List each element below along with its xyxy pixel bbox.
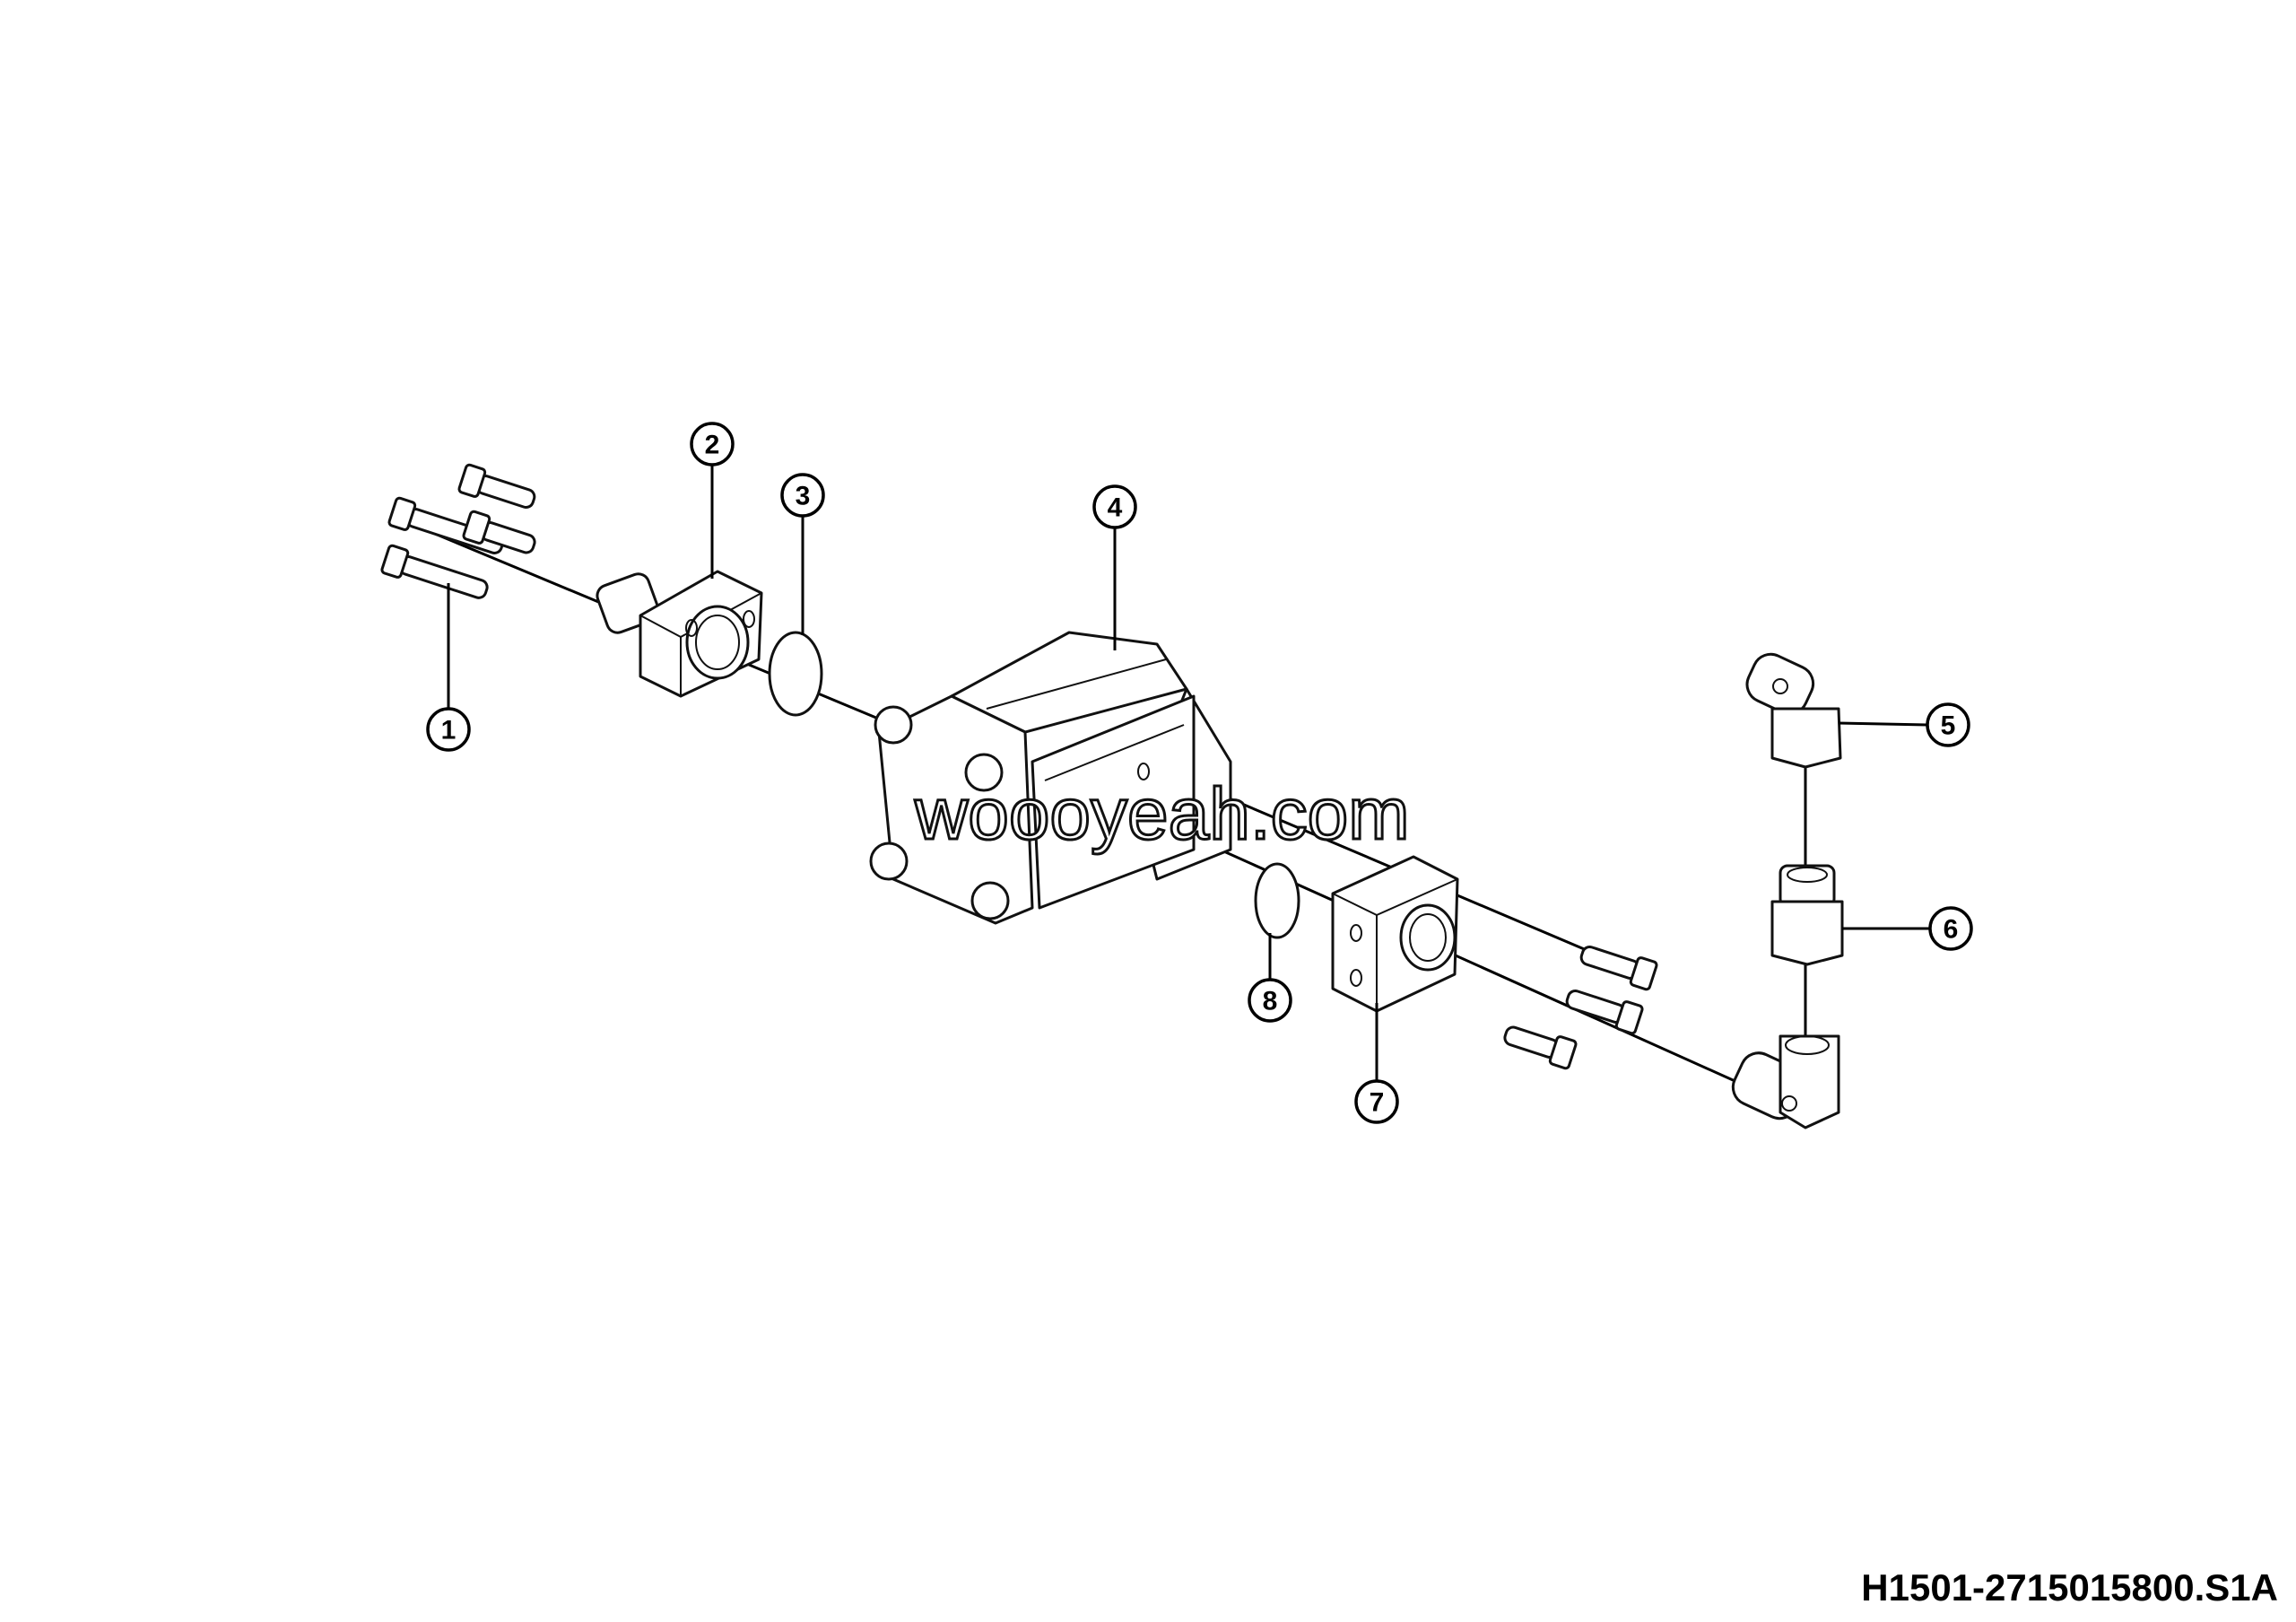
callout-3: 3 bbox=[780, 473, 825, 518]
leader-lines bbox=[447, 465, 1930, 1081]
callout-8: 8 bbox=[1248, 978, 1292, 1023]
watermark: woooyeah.com bbox=[914, 773, 1410, 855]
callout-2: 2 bbox=[690, 422, 735, 467]
svg-text:6: 6 bbox=[1944, 915, 1959, 945]
flange-bolts-right bbox=[1503, 945, 1658, 1070]
svg-text:5: 5 bbox=[1941, 711, 1956, 741]
elbow-fitting-lower bbox=[1731, 1034, 1840, 1129]
bolts-item-1 bbox=[380, 463, 536, 599]
inlet-flange-item-2 bbox=[596, 570, 763, 698]
union-fitting-item-6 bbox=[1770, 864, 1844, 966]
svg-text:4: 4 bbox=[1108, 493, 1123, 523]
gear-pump-item-4 bbox=[869, 631, 1232, 925]
pump-cover-bolts bbox=[869, 705, 1010, 920]
callout-4: 4 bbox=[1092, 484, 1137, 529]
callout-5: 5 bbox=[1926, 702, 1970, 747]
callout-1: 1 bbox=[426, 707, 471, 752]
svg-text:2: 2 bbox=[705, 431, 720, 460]
svg-text:8: 8 bbox=[1263, 987, 1278, 1016]
drawing-code: H1501-2715015800.S1A bbox=[1861, 1566, 2278, 1609]
callout-6: 6 bbox=[1928, 906, 1973, 951]
elbow-fitting-item-5 bbox=[1745, 652, 1842, 769]
o-ring-item-8 bbox=[1254, 862, 1300, 939]
o-ring-item-3 bbox=[768, 631, 823, 717]
svg-text:1: 1 bbox=[441, 716, 457, 746]
svg-text:7: 7 bbox=[1370, 1088, 1385, 1118]
callout-7: 7 bbox=[1354, 1079, 1399, 1124]
outlet-flange-item-7 bbox=[1331, 855, 1459, 1013]
svg-text:3: 3 bbox=[796, 482, 811, 511]
